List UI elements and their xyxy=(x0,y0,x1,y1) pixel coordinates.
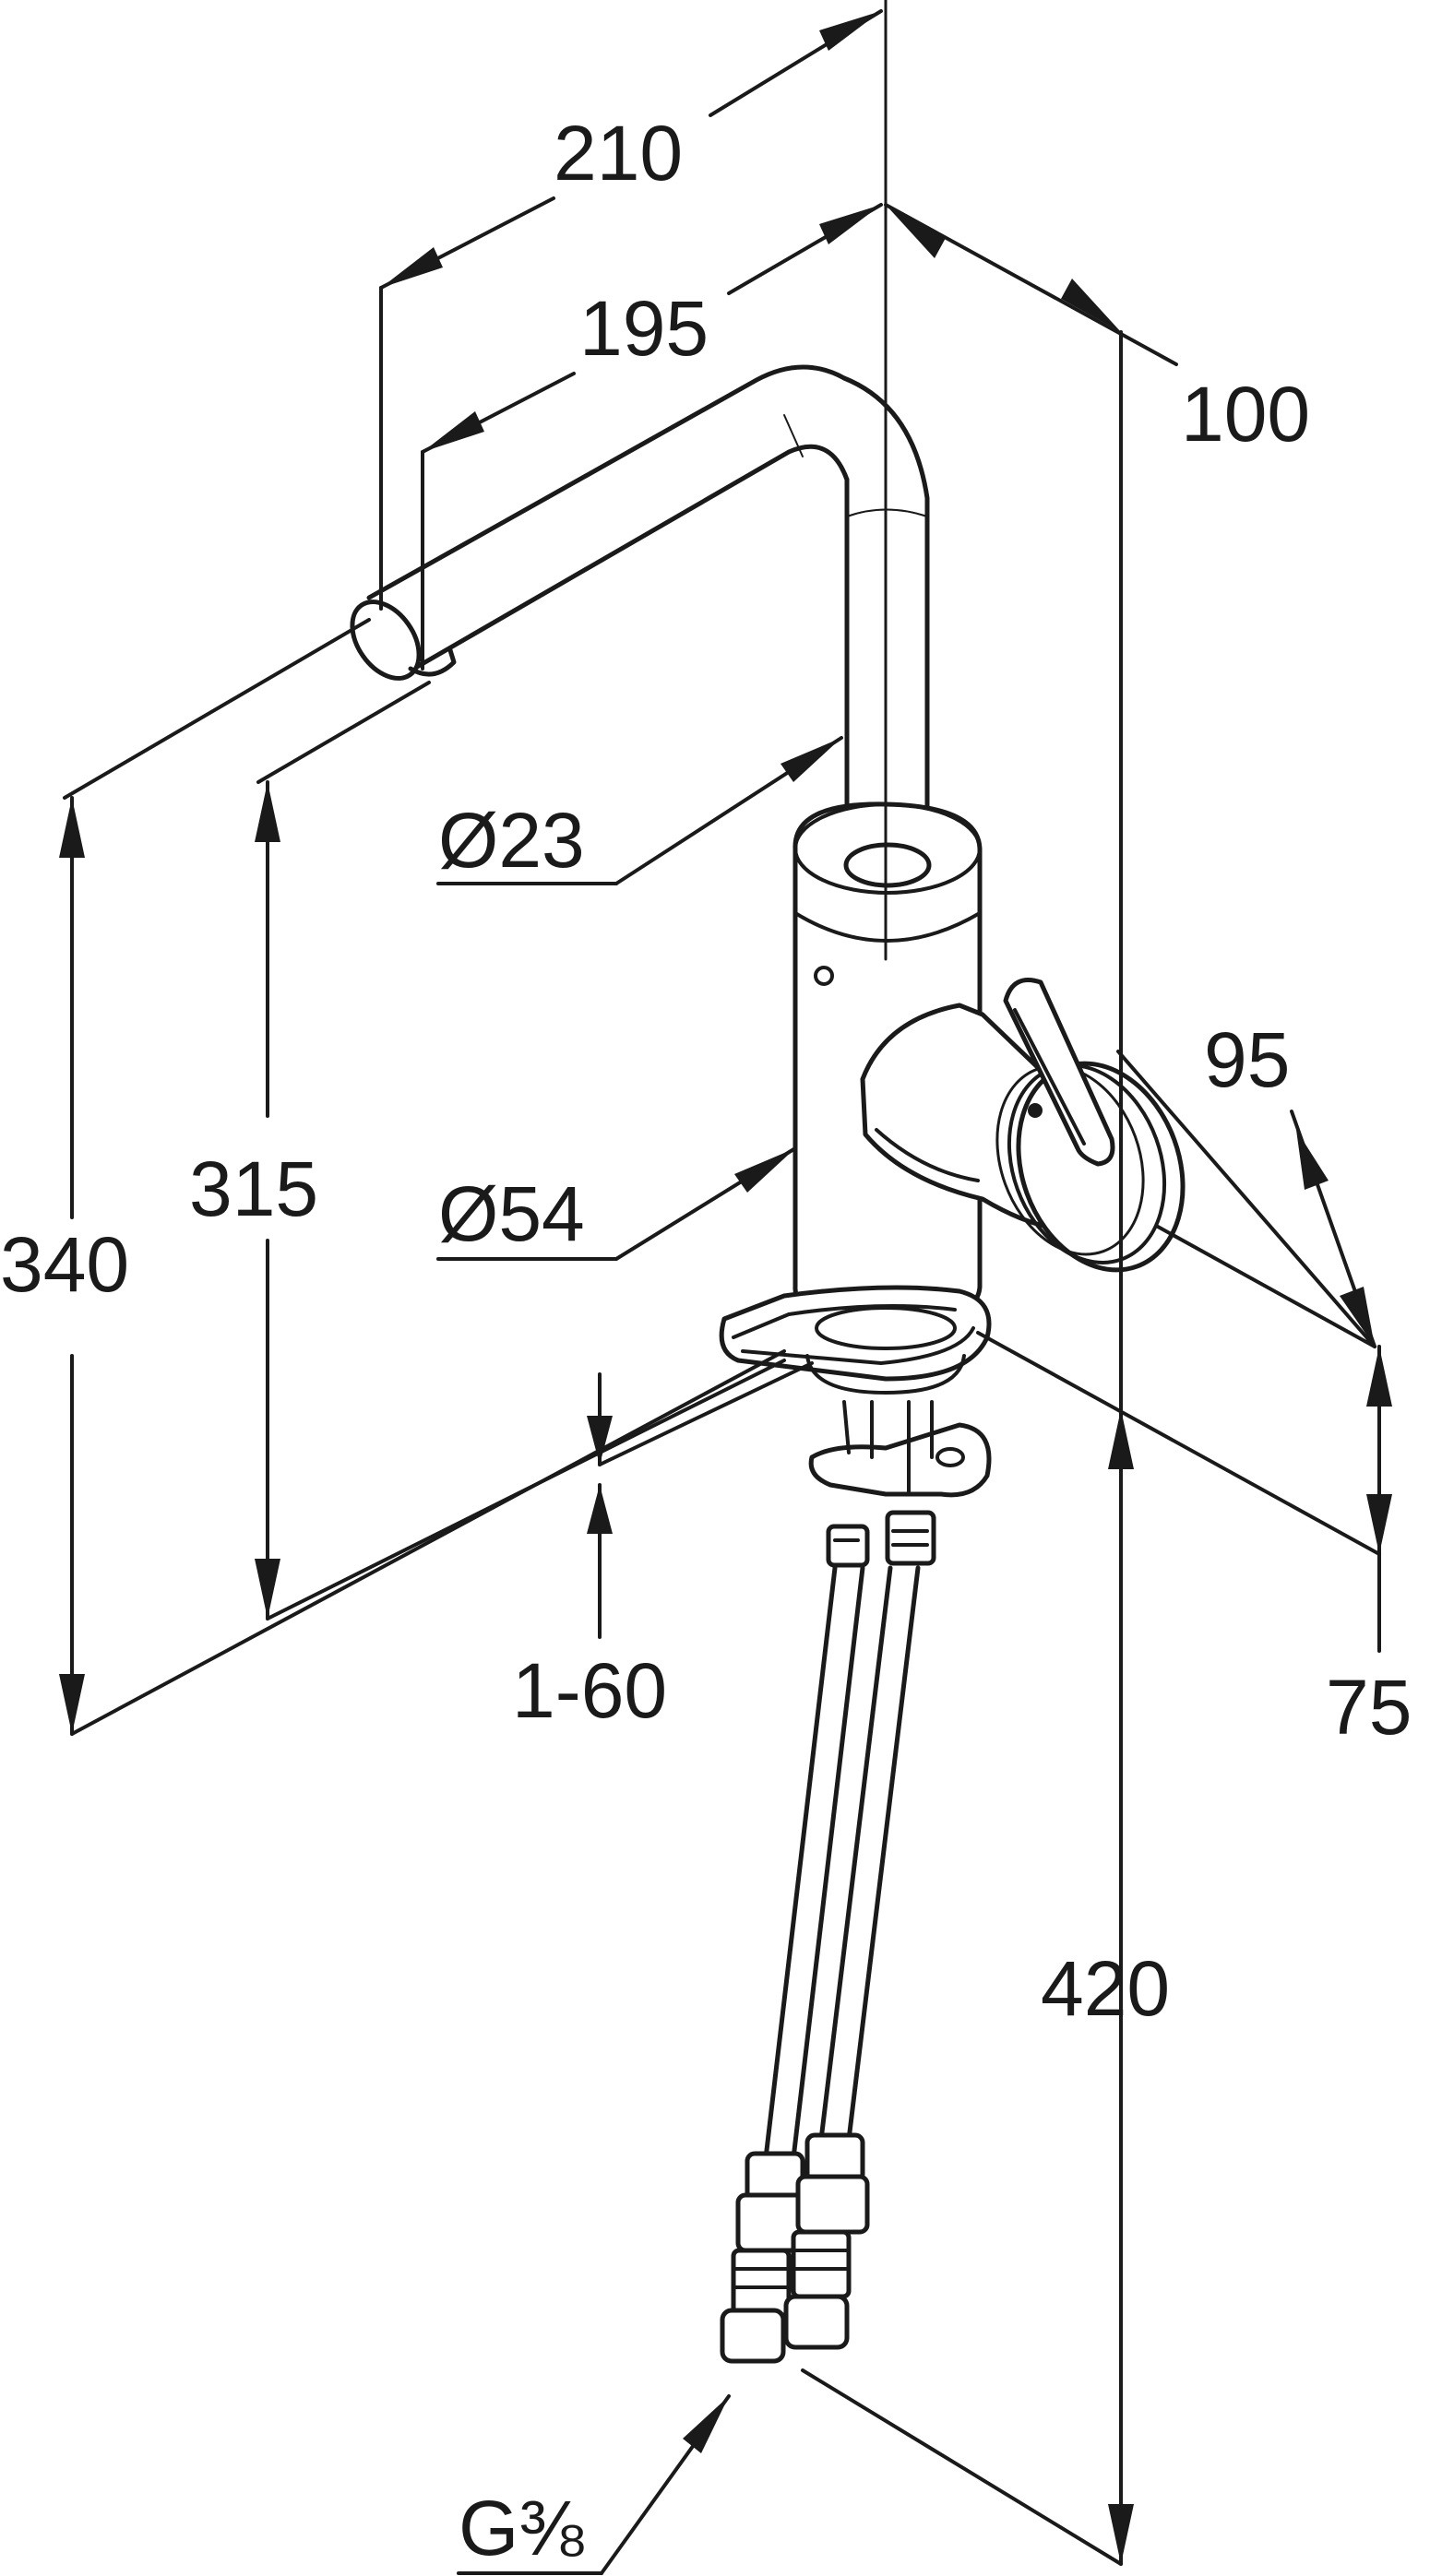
label-body-offset: 100 xyxy=(1181,371,1310,457)
supply-hoses xyxy=(763,1565,921,2161)
label-hose-length: 420 xyxy=(1041,1945,1170,2032)
mounting-hardware xyxy=(808,1400,992,1498)
label-total-reach: 210 xyxy=(554,110,683,196)
spout-arm xyxy=(350,364,930,837)
base-escutcheon xyxy=(719,1285,992,1395)
label-lever-projection: 95 xyxy=(1204,1016,1290,1103)
label-total-height: 340 xyxy=(0,1221,129,1308)
label-connection-thread: G⅜ xyxy=(459,2485,584,2571)
hose-fittings-top xyxy=(826,1510,936,1568)
dimension-labels: 210 195 100 Ø23 340 315 Ø54 95 1-60 75 4… xyxy=(0,110,1412,2571)
label-spout-reach: 195 xyxy=(579,285,709,372)
hose-fittings-bottom xyxy=(720,2132,870,2364)
faucet-illustration xyxy=(350,0,1186,2364)
lever-handle xyxy=(1003,978,1115,1167)
dimension-lines xyxy=(59,9,1392,2575)
label-spout-diameter: Ø23 xyxy=(438,797,585,884)
label-body-diameter: Ø54 xyxy=(438,1170,585,1257)
label-outlet-height: 315 xyxy=(189,1146,318,1232)
label-lever-height: 75 xyxy=(1326,1664,1412,1751)
label-deck-thickness: 1-60 xyxy=(512,1647,667,1734)
